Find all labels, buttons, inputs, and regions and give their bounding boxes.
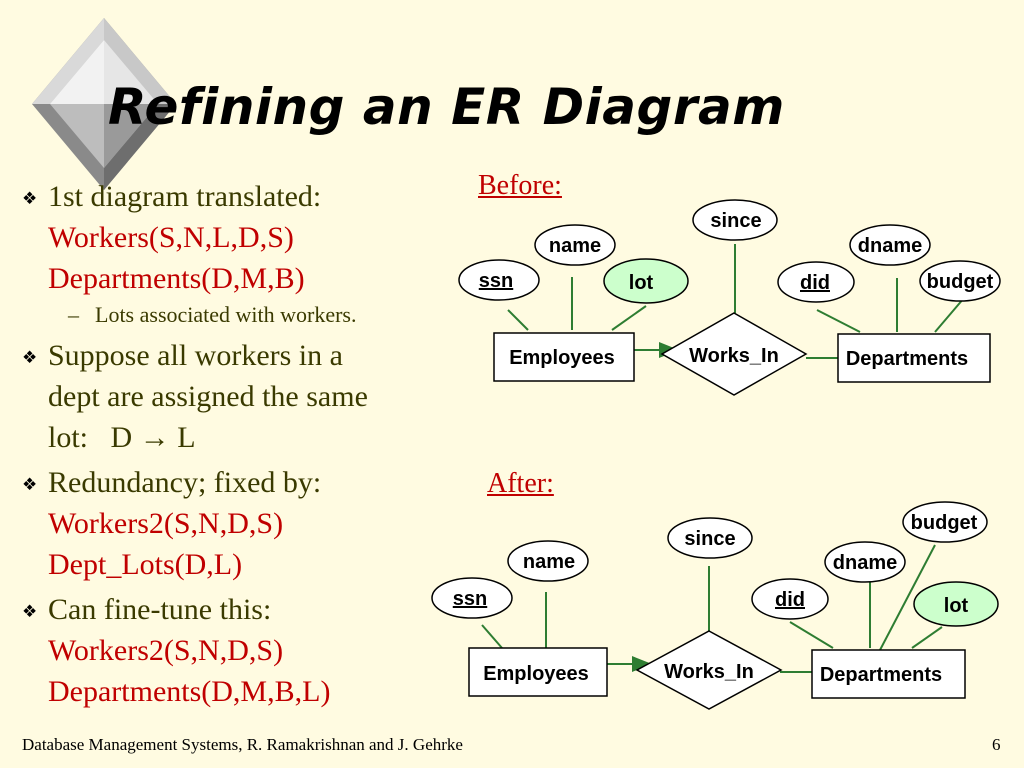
svg-text:Departments: Departments <box>820 664 942 686</box>
svg-text:lot: lot <box>944 595 969 617</box>
attr-ssn: ssn <box>431 577 513 619</box>
svg-text:ssn: ssn <box>453 588 487 610</box>
svg-text:did: did <box>800 272 830 294</box>
relationship-works-in: Works_In <box>660 312 808 396</box>
bullet-text: 1st diagram translated: <box>48 180 322 213</box>
svg-text:dname: dname <box>858 235 922 257</box>
bullet-item: ❖ Redundancy; fixed by: Workers2(S,N,D,S… <box>10 462 480 585</box>
bullet-text: Workers2(S,N,D,S) <box>48 507 284 540</box>
relationship-works-in: Works_In <box>635 630 783 710</box>
after-connectors <box>481 544 943 673</box>
svg-text:did: did <box>775 589 805 611</box>
page-number: 6 <box>992 735 1001 754</box>
svg-text:Departments: Departments <box>846 348 968 370</box>
svg-text:Works_In: Works_In <box>664 661 754 683</box>
bullet-text: Redundancy; fixed by: <box>48 466 322 499</box>
diamond-bullet-icon: ❖ <box>22 602 38 621</box>
bullet-text: Workers2(S,N,D,S) <box>48 634 284 667</box>
svg-text:lot: lot <box>629 272 654 294</box>
diamond-bullet-icon: ❖ <box>22 475 38 494</box>
after-label: After: <box>487 468 554 499</box>
decorative-diamond <box>32 18 176 190</box>
attr-budget: budget <box>919 260 1001 302</box>
diamond-bullet-icon: ❖ <box>22 189 38 208</box>
svg-text:budget: budget <box>927 271 994 293</box>
before-diagram: ssn name lot since dname did budget Emp <box>458 199 1001 396</box>
attr-ssn: ssn <box>458 259 540 301</box>
svg-text:dname: dname <box>833 552 897 574</box>
entity-departments: Departments <box>811 649 966 699</box>
svg-text:Employees: Employees <box>509 347 615 369</box>
svg-text:Works_In: Works_In <box>689 345 779 367</box>
slide-title: Refining an ER Diagram <box>108 78 785 136</box>
bullet-item: ❖ Suppose all workers in a dept are assi… <box>10 335 480 458</box>
attr-since: since <box>692 199 778 241</box>
attr-lot: lot <box>913 581 999 627</box>
attr-name: name <box>507 540 589 582</box>
bullet-text: dept are assigned the same <box>48 380 368 413</box>
svg-text:since: since <box>684 528 735 550</box>
sub-bullet: – Lots associated with workers. <box>10 301 480 329</box>
bullet-text: Workers(S,N,L,D,S) <box>48 221 294 254</box>
attr-name: name <box>534 224 616 266</box>
attr-dname: dname <box>824 541 906 583</box>
bullet-text: Departments(D,M,B,L) <box>48 675 331 708</box>
fd-right: L <box>177 421 196 454</box>
after-diagram: ssn name since budget dname did lot Emp <box>431 501 999 710</box>
attr-since: since <box>667 517 753 559</box>
bullet-text: Departments(D,M,B) <box>48 262 305 295</box>
bullet-text: Can fine-tune this: <box>48 593 272 626</box>
before-connectors <box>507 244 965 359</box>
sub-bullet-text: Lots associated with workers. <box>95 302 357 327</box>
fd-arrow-icon: → <box>139 421 170 454</box>
entity-employees: Employees <box>493 332 635 382</box>
svg-text:name: name <box>523 551 575 573</box>
svg-text:budget: budget <box>911 512 978 534</box>
fd-left: D <box>110 421 133 454</box>
entity-employees: Employees <box>468 647 608 697</box>
fd-prefix: lot: <box>48 421 89 454</box>
functional-dependency: lot: D → L <box>48 417 480 458</box>
dash-icon: – <box>68 302 79 327</box>
entity-departments: Departments <box>837 333 991 383</box>
attr-budget: budget <box>902 501 988 543</box>
attr-did: did <box>777 261 855 303</box>
attr-lot: lot <box>603 258 689 304</box>
svg-text:since: since <box>710 210 761 232</box>
before-label: Before: <box>478 170 562 201</box>
bullet-list: ❖ 1st diagram translated: Workers(S,N,L,… <box>10 176 480 712</box>
bullet-item: ❖ 1st diagram translated: Workers(S,N,L,… <box>10 176 480 299</box>
attr-dname: dname <box>849 224 931 266</box>
bullet-item: ❖ Can fine-tune this: Workers2(S,N,D,S) … <box>10 589 480 712</box>
svg-text:ssn: ssn <box>479 270 513 292</box>
bullet-text: Suppose all workers in a <box>48 339 343 372</box>
attr-did: did <box>751 578 829 620</box>
diamond-bullet-icon: ❖ <box>22 348 38 367</box>
svg-text:name: name <box>549 235 601 257</box>
footer-citation: Database Management Systems, R. Ramakris… <box>22 735 463 754</box>
bullet-text: Dept_Lots(D,L) <box>48 548 243 581</box>
svg-text:Employees: Employees <box>483 663 589 685</box>
